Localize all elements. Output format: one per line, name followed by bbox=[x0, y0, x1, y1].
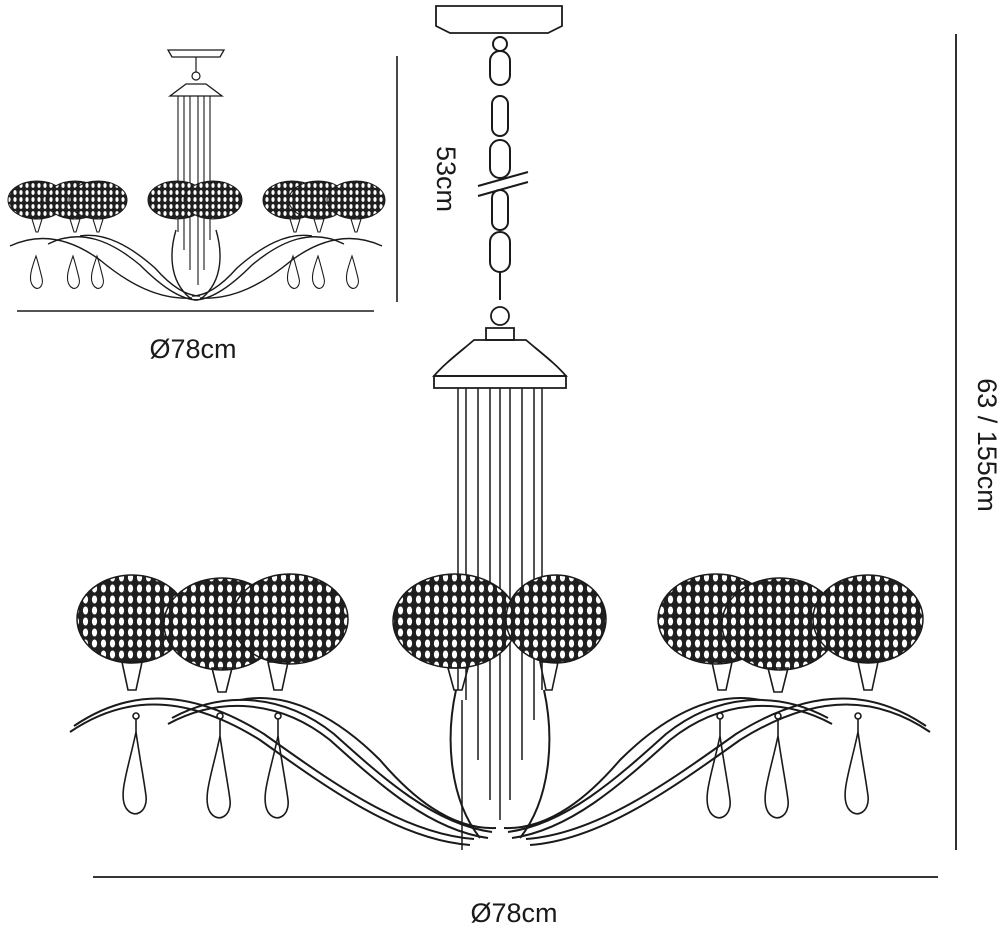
suspension-chain bbox=[477, 36, 529, 300]
small-width-label: Ø78cm bbox=[149, 334, 236, 364]
arms bbox=[69, 689, 931, 846]
large-width-label: Ø78cm bbox=[470, 898, 557, 928]
small-chandelier: Ø78cm 53cm bbox=[7, 49, 461, 364]
small-shades bbox=[7, 180, 386, 220]
large-height-label: 63 / 155cm bbox=[972, 378, 1000, 512]
small-height-label: 53cm bbox=[431, 146, 461, 212]
large-chandelier: Ø78cm 63 / 155cm bbox=[69, 5, 1000, 928]
crystal-drops bbox=[122, 712, 869, 819]
crystal-shades bbox=[76, 573, 924, 671]
